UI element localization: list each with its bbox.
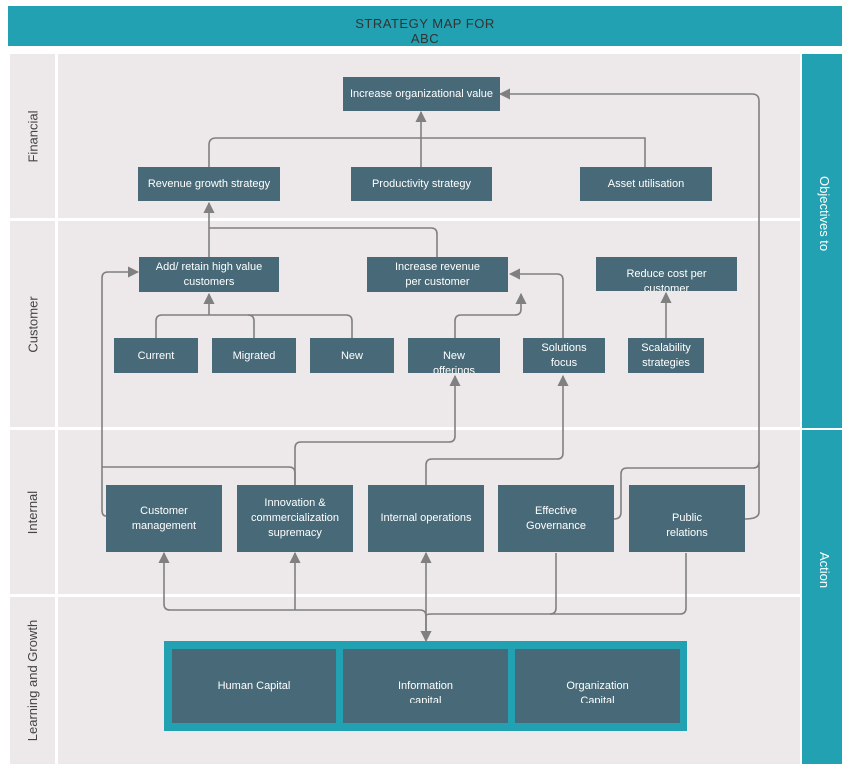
node-productivity: Productivity strategy [351,167,492,201]
connector [247,314,255,338]
node-internal-operations: Internal operations [368,485,484,552]
node-increase-revenue: Increase revenue per customer [367,257,508,292]
connector [102,466,296,485]
connector [498,88,760,520]
side-objectives: Objectives to Achieve [802,54,842,428]
node-asset-utilisation: Asset utilisation [580,167,712,201]
node-reduce-cost: Reduce cost per customer [596,257,737,291]
node-new-offerings: New offerings [408,338,500,373]
node-information-capital: Information capital [343,649,508,723]
connector [508,268,564,338]
node-human-capital: Human Capital [172,649,336,723]
node-add-retain: Add/ retain high value customers [139,257,279,292]
connector [425,374,569,485]
connector [101,266,140,517]
node-solutions-focus: Solutions focus [523,338,605,373]
node-migrated: Migrated [212,338,296,373]
side-action: Action Steps [802,430,842,764]
page-title: STRATEGY MAP FOR ABC [8,6,842,46]
node-effective-governance: Effective Governance [498,485,614,552]
connector [208,137,646,167]
node-increase-value: Increase organizational value [343,77,500,111]
node-customer-management: Customer management [106,485,222,552]
connector [155,314,353,338]
node-revenue-growth: Revenue growth strategy [138,167,280,201]
node-organization-capital: Organization Capital [515,649,680,723]
node-innovation: Innovation & commercialization supremacy [237,485,353,552]
lane-divider [55,54,58,764]
title-text: STRATEGY MAP FOR ABC [355,16,495,46]
connector [294,374,461,485]
connector [744,462,760,520]
lane-customer [10,221,800,427]
node-new: New [310,338,394,373]
connector [209,227,438,257]
node-scalability: Scalability strategies [628,338,704,373]
node-public-relations: Public relations [629,485,745,552]
node-current: Current [114,338,198,373]
connector [549,553,557,615]
connector [454,292,527,338]
